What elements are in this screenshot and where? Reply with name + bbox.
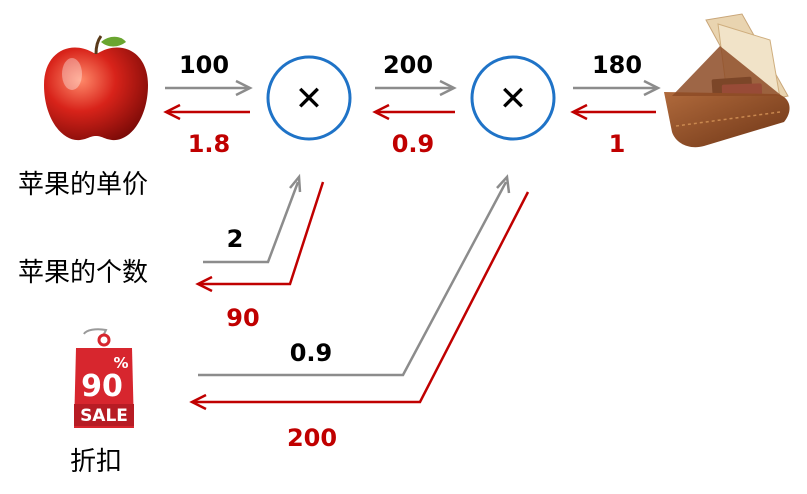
wallet-image [664, 14, 790, 147]
backward-value-wallet-to-mult2: 1 [609, 130, 626, 158]
backward-arrow-mult1-to-apple [166, 105, 250, 119]
multiply-node-1: ✕ [268, 57, 350, 139]
apple-price-label: 苹果的单价 [18, 170, 148, 200]
forward-value-apple-to-mult1: 100 [179, 51, 229, 79]
backward-arrow-mult1-to-count [198, 182, 323, 291]
apple-image [44, 36, 148, 140]
forward-value-mult2-to-wallet: 180 [592, 51, 642, 79]
multiply-node-2-symbol: ✕ [499, 79, 528, 119]
backward-value-mult2-to-mult1: 0.9 [392, 130, 435, 158]
backward-arrow-mult2-to-mult1 [375, 105, 455, 119]
sale-tag-percent: 90 [81, 369, 123, 404]
forward-arrow-mult2-to-wallet [573, 81, 658, 95]
backward-value-mult1-to-count: 90 [226, 304, 259, 332]
forward-arrow-discount-to-mult2 [198, 177, 509, 375]
backward-value-mult2-to-discount: 200 [287, 424, 337, 452]
forward-arrow-mult1-to-mult2 [375, 81, 454, 95]
forward-value-mult1-to-mult2: 200 [383, 51, 433, 79]
sale-tag-sale-text: SALE [80, 406, 128, 426]
discount-label: 折扣 [70, 447, 122, 477]
multiply-node-1-symbol: ✕ [295, 79, 324, 119]
apple-count-label: 苹果的个数 [18, 258, 148, 288]
forward-arrow-apple-to-mult1 [165, 81, 250, 95]
forward-arrow-count-to-mult1 [203, 177, 300, 262]
multiply-node-2: ✕ [472, 57, 554, 139]
sale-tag-image: % 90 SALE [74, 329, 134, 428]
forward-value-discount-to-mult2: 0.9 [290, 339, 333, 367]
backward-arrow-wallet-to-mult2 [573, 105, 656, 119]
backward-value-mult1-to-apple: 1.8 [188, 130, 231, 158]
forward-value-count-to-mult1: 2 [227, 225, 244, 253]
